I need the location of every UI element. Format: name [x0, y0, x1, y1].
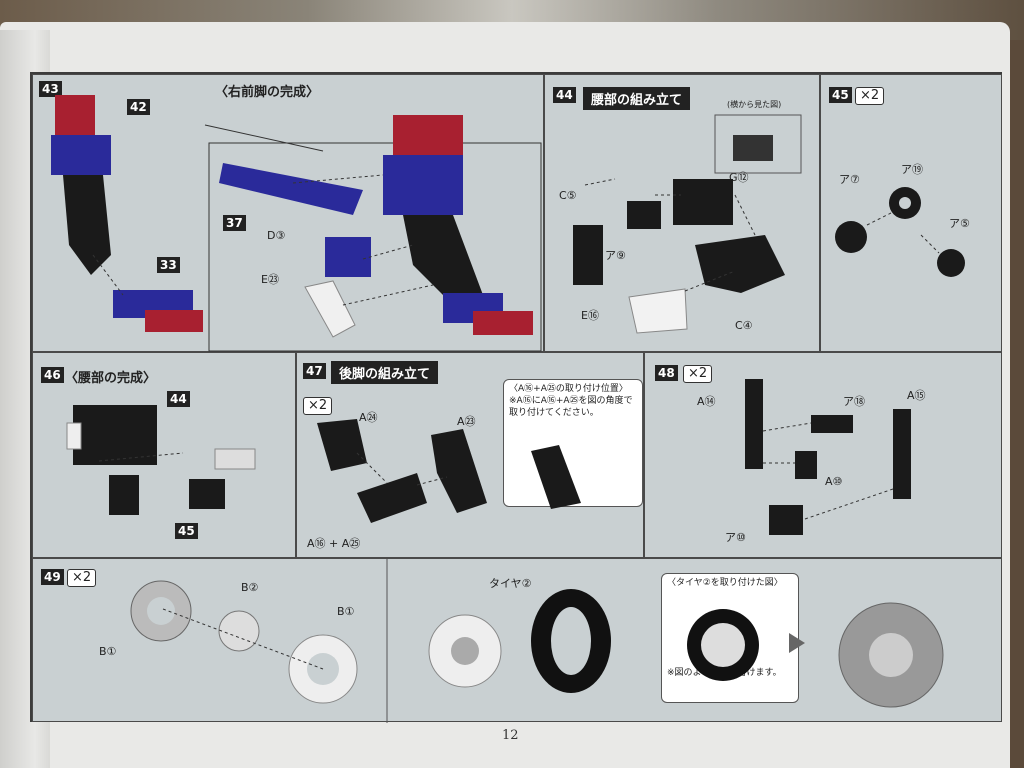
multiplier-badge: ×2 [855, 87, 885, 105]
part-number: 37 [223, 215, 246, 231]
step-number: 44 [553, 87, 576, 103]
part-label: D③ [267, 229, 286, 242]
multiplier-badge: ×2 [683, 365, 713, 383]
part-number: 42 [127, 99, 150, 115]
step-number: 49 [41, 569, 64, 585]
panel-step-47: 47 後脚の組み立て ×2 A㉔ A㉓ A⑯ + A㉕ 〈A⑯+A㉕の取り付け位… [296, 352, 644, 558]
part-label: G⑫ [729, 171, 749, 184]
part-label: B② [241, 581, 259, 594]
note-title: 〈A⑯+A㉕の取り付け位置〉 [509, 384, 628, 394]
panel-step-48: 48 ×2 A⑭ ア⑱ A⑮ A⑩ ア⑩ [644, 352, 1002, 558]
part-label: A⑮ [907, 389, 926, 402]
page-number: 12 [502, 728, 519, 743]
step-number: 43 [39, 81, 62, 97]
step-number: 46 [41, 367, 64, 383]
multiplier-badge: ×2 [303, 397, 333, 415]
note-title: 〈タイヤ②を取り付けた図〉 [667, 578, 783, 588]
waist-assembly-illustration [66, 405, 256, 515]
part-label: ア⑤ [949, 217, 970, 230]
part-label: タイヤ② [489, 577, 532, 590]
note-body: ※A⑯にA⑯+A㉕を図の角度で取り付けてください。 [509, 396, 633, 418]
step-number: 48 [655, 365, 678, 381]
panel-step-43: 43 42 33 〈右前脚の完成〉 37 D③ E㉓ [32, 74, 544, 352]
panel-step-46: 46 〈腰部の完成〉 44 45 [32, 352, 296, 558]
side-view-note: (横から見た図) [727, 100, 782, 109]
wheel-illustration [130, 559, 944, 723]
part-label: ア⑲ [901, 163, 923, 176]
part-number: 33 [157, 257, 180, 273]
part-label: A⑩ [825, 475, 843, 488]
part-label: A⑭ [697, 395, 716, 408]
instruction-frame: 43 42 33 〈右前脚の完成〉 37 D③ E㉓ [30, 72, 1002, 723]
part-label: E㉓ [261, 273, 279, 286]
step-title: 腰部の組み立て [583, 87, 691, 110]
panel-step-44: 44 腰部の組み立て (横から見た図) C⑤ ア⑨ G⑫ E⑯ C④ [544, 74, 820, 352]
part-label: A㉓ [457, 415, 476, 428]
part-label: C⑤ [559, 189, 577, 202]
part-label: A㉔ [359, 411, 378, 424]
part-label: E⑯ [581, 309, 599, 322]
waist-illustration [573, 114, 802, 334]
rear-frame-illustration [745, 379, 911, 535]
part-number: 45 [175, 523, 198, 539]
step-heading: 〈腰部の完成〉 [65, 371, 157, 386]
step-title: 後脚の組み立て [331, 361, 439, 384]
part-label: B① [337, 605, 355, 618]
part-number: 44 [167, 391, 190, 407]
part-label: C④ [735, 319, 753, 332]
step-heading: 〈右前脚の完成〉 [215, 85, 320, 100]
step-number: 45 [829, 87, 852, 103]
joint-illustration [835, 187, 965, 277]
part-label: ア⑱ [843, 395, 865, 408]
panel-step-49: 49 ×2 B① B② B① タイヤ② 〈タイヤ②を取り付けた図〉 ※図のように… [32, 558, 1002, 723]
part-label: A⑯ + A㉕ [307, 537, 361, 550]
panel-step-45: 45 ×2 ア⑦ ア⑲ ア⑤ [820, 74, 1002, 352]
step-number: 47 [303, 363, 326, 379]
rear-leg-illustration [317, 419, 581, 523]
part-label: ア⑨ [605, 249, 626, 262]
part-label: ア⑦ [839, 173, 860, 186]
part-label: ア⑩ [725, 531, 746, 544]
leg-illustration [51, 95, 542, 352]
part-label: B① [99, 645, 117, 658]
multiplier-badge: ×2 [67, 569, 97, 587]
